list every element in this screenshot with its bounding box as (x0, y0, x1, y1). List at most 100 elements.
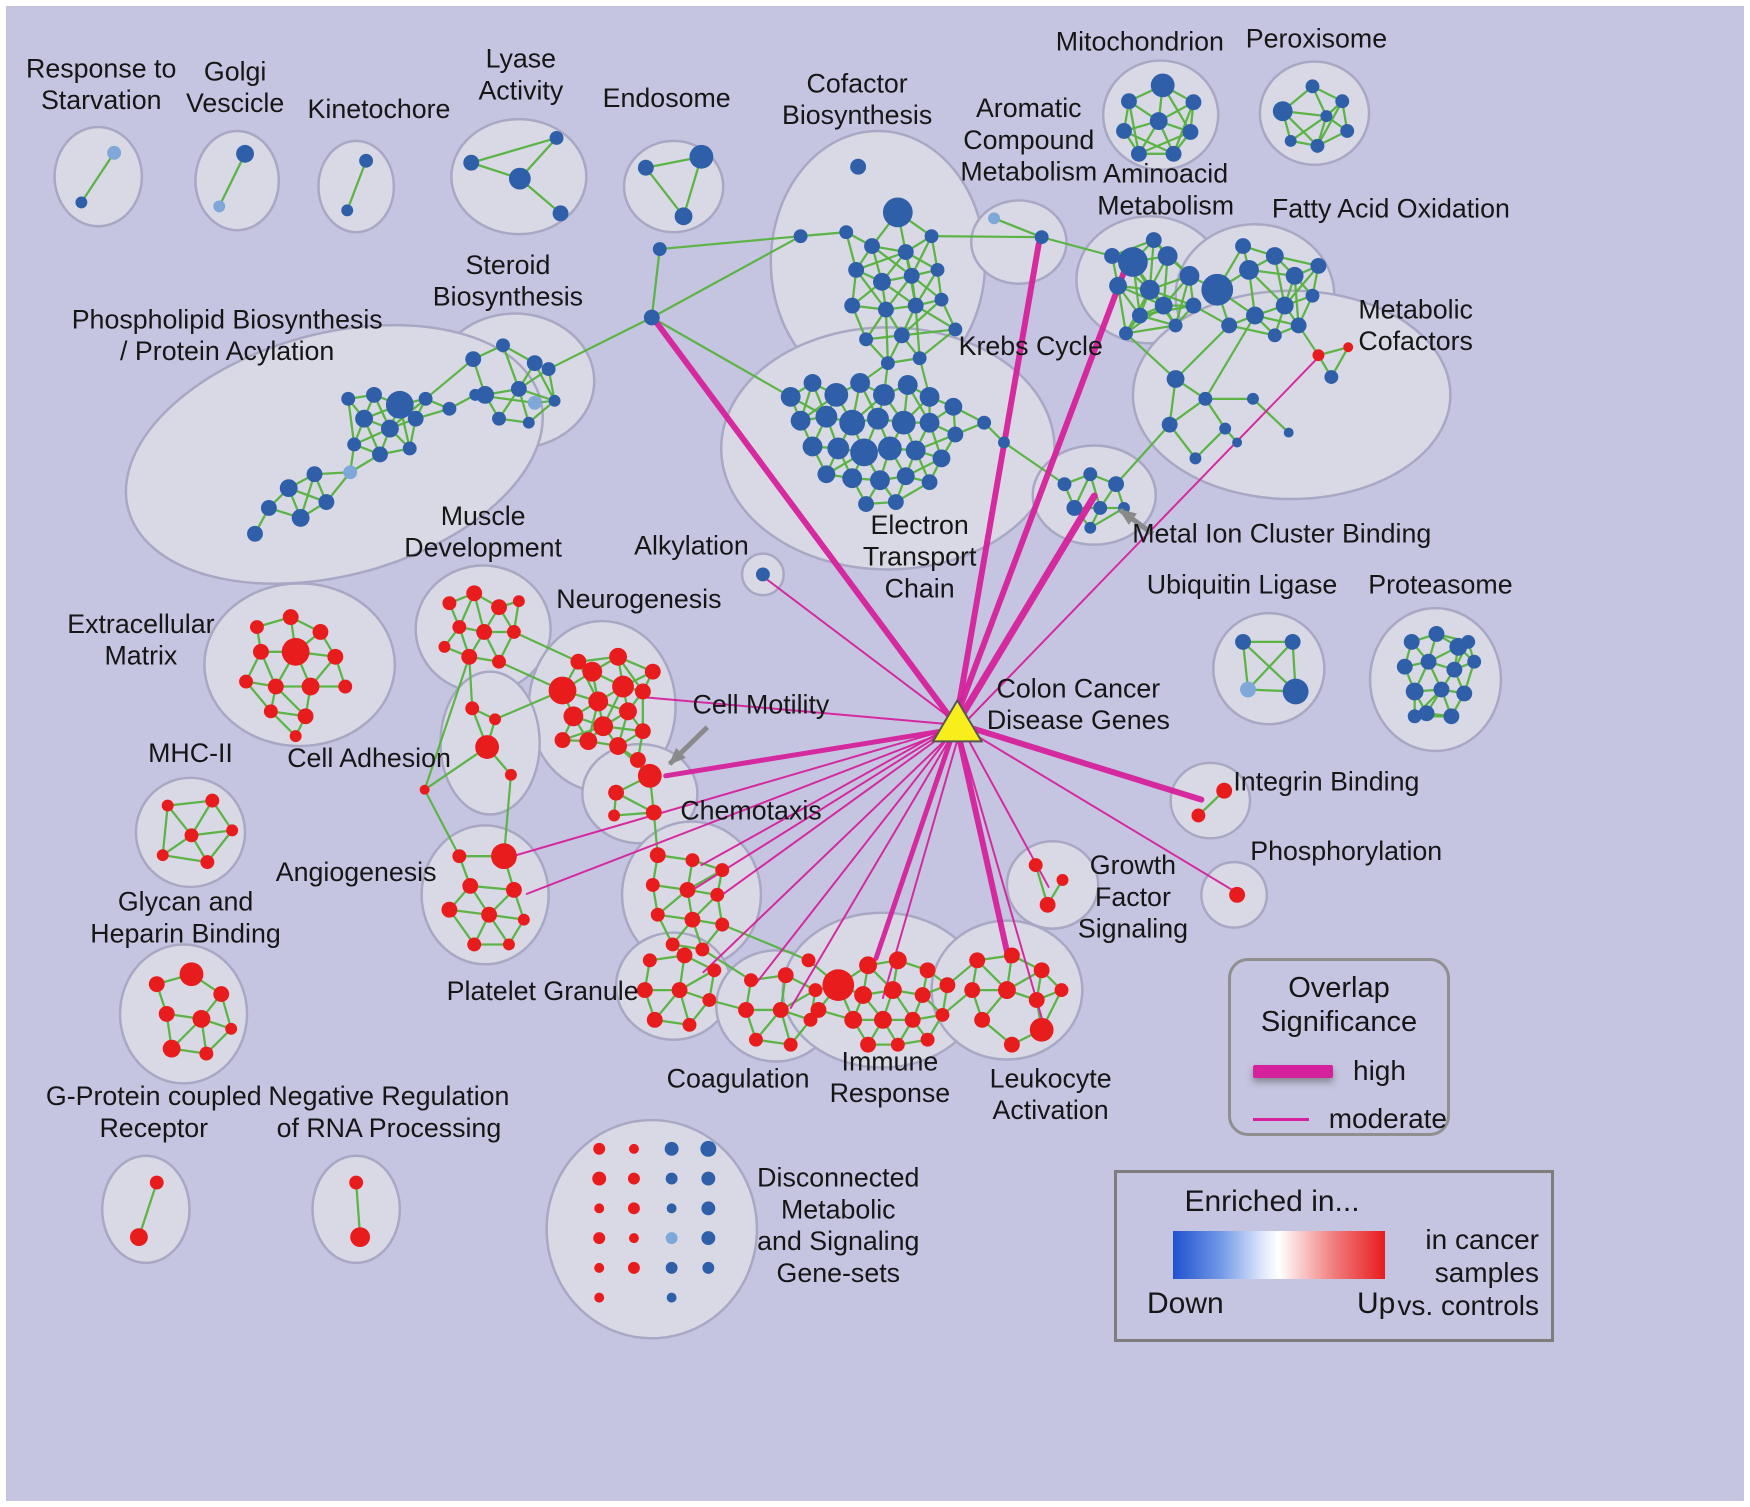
gene-set-node (619, 702, 637, 721)
gene-set-node (184, 828, 199, 843)
gene-set-node (1179, 265, 1200, 286)
gene-set-node (808, 983, 823, 998)
gene-set-node (1305, 288, 1320, 303)
gene-set-node (867, 407, 889, 430)
gene-set-node (646, 1011, 663, 1028)
gene-set-node (465, 351, 482, 368)
gene-set-node (919, 962, 936, 979)
gene-set-node (1405, 682, 1424, 701)
gene-set-node (822, 969, 855, 1002)
green-edge (347, 397, 356, 446)
gene-set-node (1267, 328, 1282, 343)
gene-set-node (1104, 248, 1121, 264)
gene-set-node (492, 411, 506, 426)
gene-set-node (815, 405, 838, 428)
gene-set-node (1093, 501, 1108, 515)
enrichment-note-line3: vs. controls (1397, 1290, 1539, 1321)
gene-set-node (1130, 145, 1147, 162)
gene-set-node (998, 436, 1010, 449)
gene-set-node (744, 973, 758, 988)
gene-set-node (1335, 94, 1350, 109)
gene-set-node (350, 1227, 371, 1248)
gene-set-node (1189, 452, 1202, 465)
gene-set-node (1340, 124, 1355, 138)
gene-set-node (526, 355, 543, 372)
gene-set-node (1343, 342, 1354, 353)
gene-set-node (496, 338, 510, 353)
gene-set-node (701, 1171, 716, 1186)
gene-set-node (665, 1172, 678, 1185)
gene-set-node (192, 1009, 211, 1028)
gene-set-node (1446, 661, 1463, 678)
gene-set-node (289, 730, 302, 743)
gene-set-node (904, 1011, 921, 1028)
gene-set-node (419, 784, 430, 795)
gene-set-node (645, 804, 662, 821)
gene-set-node (527, 395, 542, 410)
gene-set-node (250, 620, 264, 634)
gene-set-node (634, 683, 651, 700)
gene-set-node (522, 416, 535, 429)
green-edge (1040, 236, 1114, 258)
gene-set-node (347, 437, 362, 452)
gene-set-node (772, 1002, 789, 1018)
gene-set-node (1229, 886, 1246, 903)
gene-set-node (1246, 306, 1264, 325)
gene-set-node (1108, 476, 1125, 493)
gene-set-node (466, 585, 483, 602)
green-edge (346, 159, 368, 212)
overlap-significance-edge (954, 241, 1042, 718)
gene-set-node (864, 238, 880, 255)
gene-set-node (924, 229, 939, 244)
gene-set-node (824, 382, 849, 407)
gene-set-node (947, 426, 964, 443)
green-edge (1174, 324, 1231, 381)
green-edge (512, 630, 580, 663)
gene-set-node (627, 1202, 640, 1215)
gene-set-node (297, 708, 314, 725)
gene-set-node (260, 500, 277, 516)
cluster-bubble-integrin-binding (1169, 761, 1252, 840)
gene-set-node (481, 906, 498, 923)
gene-set-node (594, 1292, 605, 1303)
gene-set-node (844, 1010, 863, 1029)
gene-set-node (107, 145, 122, 160)
gene-set-node (1324, 370, 1339, 384)
gene-set-node (1235, 633, 1251, 650)
gene-set-node (907, 297, 924, 314)
gene-set-node (609, 647, 627, 666)
gene-set-node (665, 1232, 678, 1245)
gene-set-node (570, 653, 587, 670)
green-edge (644, 166, 685, 218)
gene-set-node (700, 1140, 717, 1157)
cluster-label-coagulation: Coagulation (667, 1063, 810, 1093)
gene-set-node (880, 356, 895, 371)
gene-set-node (666, 1292, 677, 1303)
cluster-label-peroxisome: Peroxisome (1246, 24, 1387, 54)
cluster-label-mitochondrion: Mitochondrion (1056, 27, 1224, 57)
green-edge (161, 854, 209, 864)
gene-set-node (554, 732, 571, 749)
gene-set-node (512, 595, 525, 608)
gene-set-node (149, 1175, 164, 1190)
overlap-significance-edge (956, 735, 1012, 964)
gene-set-node (1034, 230, 1049, 245)
gene-set-node (548, 394, 561, 407)
gene-set-node (213, 200, 226, 213)
green-edge (423, 745, 489, 791)
gene-set-node (817, 465, 836, 484)
gene-set-node (702, 1261, 715, 1274)
gene-set-node (877, 301, 894, 318)
gene-set-node (860, 1036, 876, 1053)
green-edge (900, 328, 957, 337)
cluster-label-proteasome: Proteasome (1368, 569, 1512, 599)
gene-set-node (919, 412, 940, 433)
gene-set-node (1109, 276, 1127, 295)
gene-set-node (1150, 73, 1175, 98)
gene-set-node (452, 849, 467, 864)
gene-set-node (263, 704, 278, 719)
gene-set-node (684, 911, 701, 928)
gene-set-node (920, 1032, 935, 1047)
